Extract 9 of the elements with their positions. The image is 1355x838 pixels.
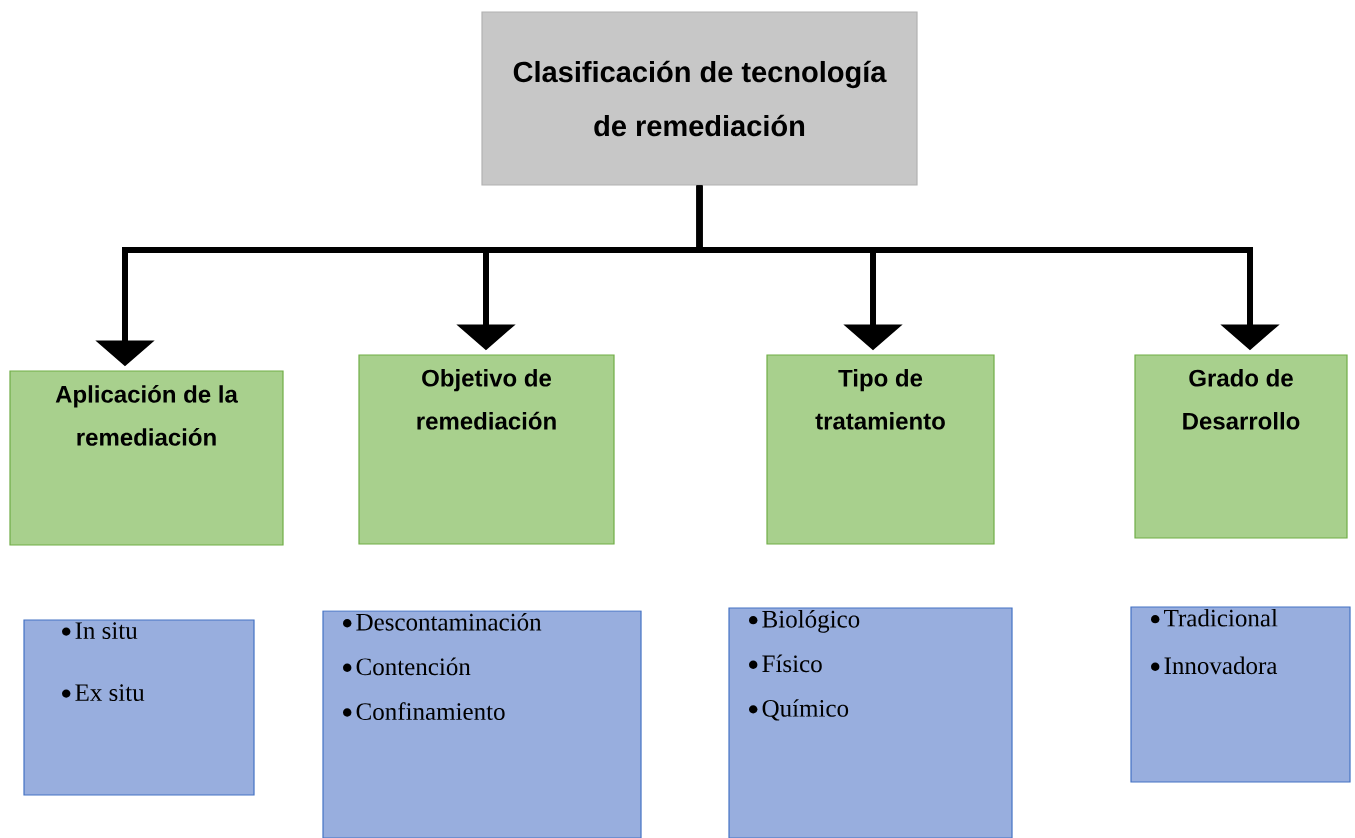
category-box: Grado de Desarrollo: [1134, 354, 1348, 539]
list-box: In situ Ex situ: [23, 619, 255, 796]
title-box: Clasificación de tecnología de remediación: [481, 11, 918, 186]
category-box: Tipo de tratamiento: [766, 354, 995, 545]
list-box: Tradicional Innovadora: [1130, 606, 1351, 783]
list-box: Descontaminación Contención Confinamiento: [322, 610, 642, 838]
list-box: Biológico Físico Químico: [728, 607, 1013, 838]
category-box: Objetivo de remediación: [358, 354, 615, 545]
category-box: Aplicación de la remediación: [9, 370, 284, 546]
